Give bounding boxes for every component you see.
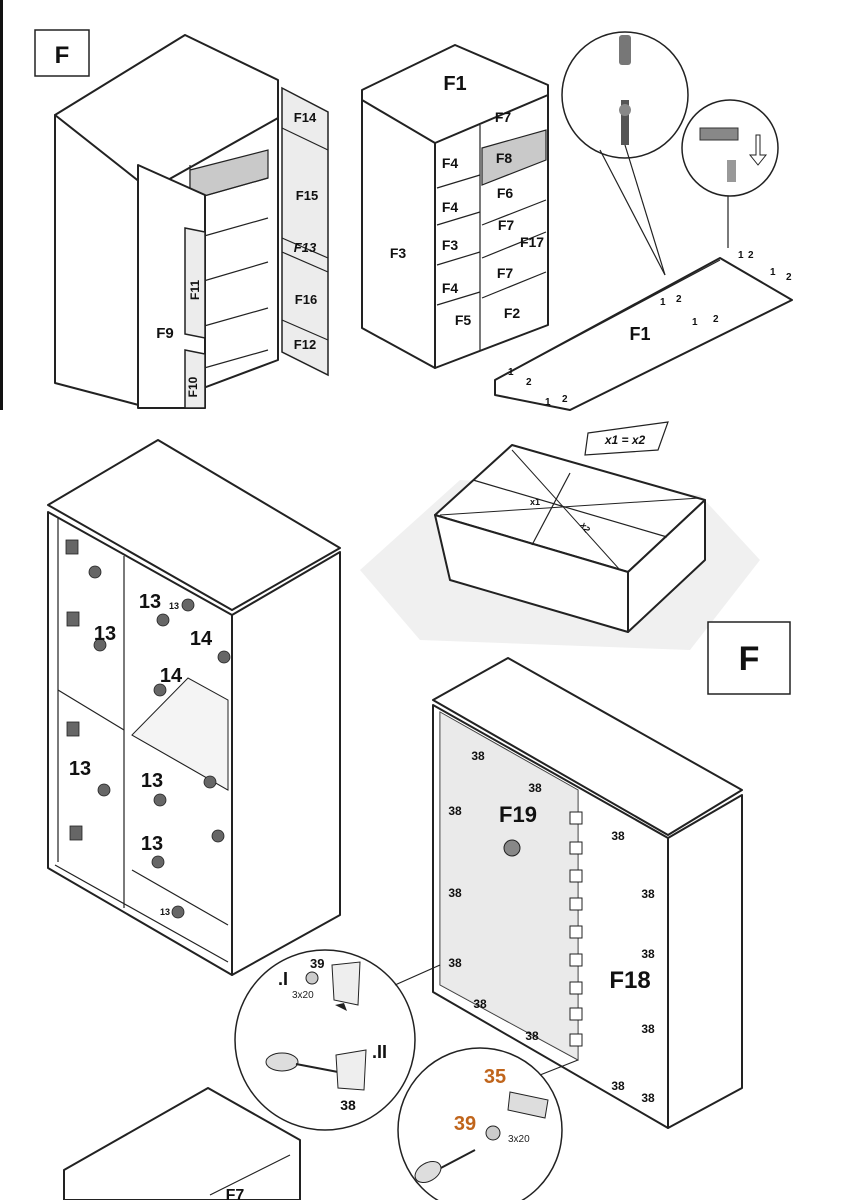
svg-text:1: 1 xyxy=(738,250,744,261)
svg-text:38: 38 xyxy=(471,749,485,763)
svg-text:13: 13 xyxy=(69,758,91,780)
label-f4c: F4 xyxy=(442,280,459,296)
back-panel-cabinet: F19 F18 38 38 38 38 38 38 38 38 38 38 38… xyxy=(432,657,743,1129)
svg-text:2: 2 xyxy=(526,377,532,388)
label-f7-bottom: F7 xyxy=(226,1187,245,1200)
svg-text:3x20: 3x20 xyxy=(508,1134,530,1145)
svg-text:38: 38 xyxy=(525,1029,539,1043)
label-f14: F14 xyxy=(294,110,317,125)
label-f12: F12 xyxy=(294,337,316,352)
label-f16: F16 xyxy=(295,292,317,307)
svg-text:F: F xyxy=(739,640,760,678)
label-f18: F18 xyxy=(609,967,650,994)
label-f1: F1 xyxy=(443,73,466,95)
label-f11: F11 xyxy=(188,280,202,300)
svg-text:1: 1 xyxy=(692,317,698,328)
label-x2: x2 xyxy=(578,520,592,534)
label-f3: F3 xyxy=(390,245,407,261)
svg-text:13: 13 xyxy=(169,601,179,611)
svg-text:38: 38 xyxy=(611,829,625,843)
svg-text:F: F xyxy=(55,42,70,69)
label-f6: F6 xyxy=(497,185,514,201)
svg-text:2: 2 xyxy=(786,272,792,283)
top-left-cabinet: F14 F15 F13 F16 F12 F11 F10 F9 xyxy=(54,34,329,409)
label-f13: F13 xyxy=(294,240,317,255)
svg-text:1: 1 xyxy=(660,297,666,308)
page-edge-bar xyxy=(0,0,3,410)
svg-text:38: 38 xyxy=(448,886,462,900)
svg-text:38: 38 xyxy=(641,947,655,961)
svg-text:14: 14 xyxy=(190,628,213,650)
detail-circle-pin xyxy=(681,99,779,197)
svg-text:.II: .II xyxy=(372,1042,387,1062)
svg-text:2: 2 xyxy=(713,314,719,325)
svg-text:2: 2 xyxy=(562,394,568,405)
label-f3b: F3 xyxy=(442,237,459,253)
svg-text:38: 38 xyxy=(641,1091,655,1105)
section-badge-middle: F xyxy=(707,621,791,695)
label-f15: F15 xyxy=(296,188,318,203)
label-x1: x1 xyxy=(530,497,540,507)
svg-text:38: 38 xyxy=(448,956,462,970)
svg-text:38: 38 xyxy=(448,804,462,818)
svg-text:1: 1 xyxy=(545,397,551,408)
svg-text:1: 1 xyxy=(508,367,514,378)
label-f7b: F7 xyxy=(498,217,515,233)
section-badge-top: F xyxy=(34,29,90,77)
svg-text:.I: .I xyxy=(278,969,288,989)
svg-text:3x20: 3x20 xyxy=(292,990,314,1001)
middle-cabinet: 13 13 13 14 14 13 13 13 13 xyxy=(47,439,341,976)
top-middle-cabinet: F1 F3 F7 F8 F6 F7 F17 F7 F2 F4 F4 F3 F4 … xyxy=(361,44,549,369)
detail-circle-dowel xyxy=(561,31,689,159)
label-f10: F10 xyxy=(186,376,200,397)
detail-circle-plate: 35 39 3x20 xyxy=(397,1047,579,1200)
svg-text:13: 13 xyxy=(160,907,170,917)
label-f8: F8 xyxy=(496,150,513,166)
svg-text:14: 14 xyxy=(160,665,183,687)
label-f9: F9 xyxy=(156,325,174,342)
detail-circle-screw-steps: .I 39 3x20 .II 38 xyxy=(234,949,441,1131)
svg-text:38: 38 xyxy=(611,1079,625,1093)
diagonal-formula: x1 = x2 xyxy=(604,433,646,447)
svg-text:35: 35 xyxy=(484,1066,506,1088)
svg-text:38: 38 xyxy=(340,1097,356,1113)
diagonal-check: x1 = x2 x1 x2 xyxy=(360,421,760,650)
svg-text:13: 13 xyxy=(139,591,161,613)
svg-text:2: 2 xyxy=(676,294,682,305)
label-panel-f1: F1 xyxy=(629,324,650,344)
label-f2: F2 xyxy=(504,305,521,321)
svg-text:38: 38 xyxy=(641,1022,655,1036)
label-f19: F19 xyxy=(499,802,537,827)
bottom-cabinet: F7 xyxy=(63,1087,301,1200)
label-f7a: F7 xyxy=(495,109,512,125)
svg-text:39: 39 xyxy=(454,1113,476,1135)
label-f4b: F4 xyxy=(442,199,459,215)
svg-text:13: 13 xyxy=(94,623,116,645)
svg-text:39: 39 xyxy=(310,956,324,971)
top-right-panel-f1: F1 1 2 1 2 1 2 1 2 1 2 1 2 xyxy=(494,31,793,411)
svg-text:13: 13 xyxy=(141,770,163,792)
svg-text:38: 38 xyxy=(641,887,655,901)
label-f17: F17 xyxy=(520,234,544,250)
label-f5: F5 xyxy=(455,312,472,328)
svg-text:38: 38 xyxy=(528,781,542,795)
svg-text:38: 38 xyxy=(473,997,487,1011)
svg-text:13: 13 xyxy=(141,833,163,855)
label-f4a: F4 xyxy=(442,155,459,171)
svg-text:1: 1 xyxy=(770,267,776,278)
svg-text:2: 2 xyxy=(748,250,754,261)
label-f7c: F7 xyxy=(497,265,514,281)
